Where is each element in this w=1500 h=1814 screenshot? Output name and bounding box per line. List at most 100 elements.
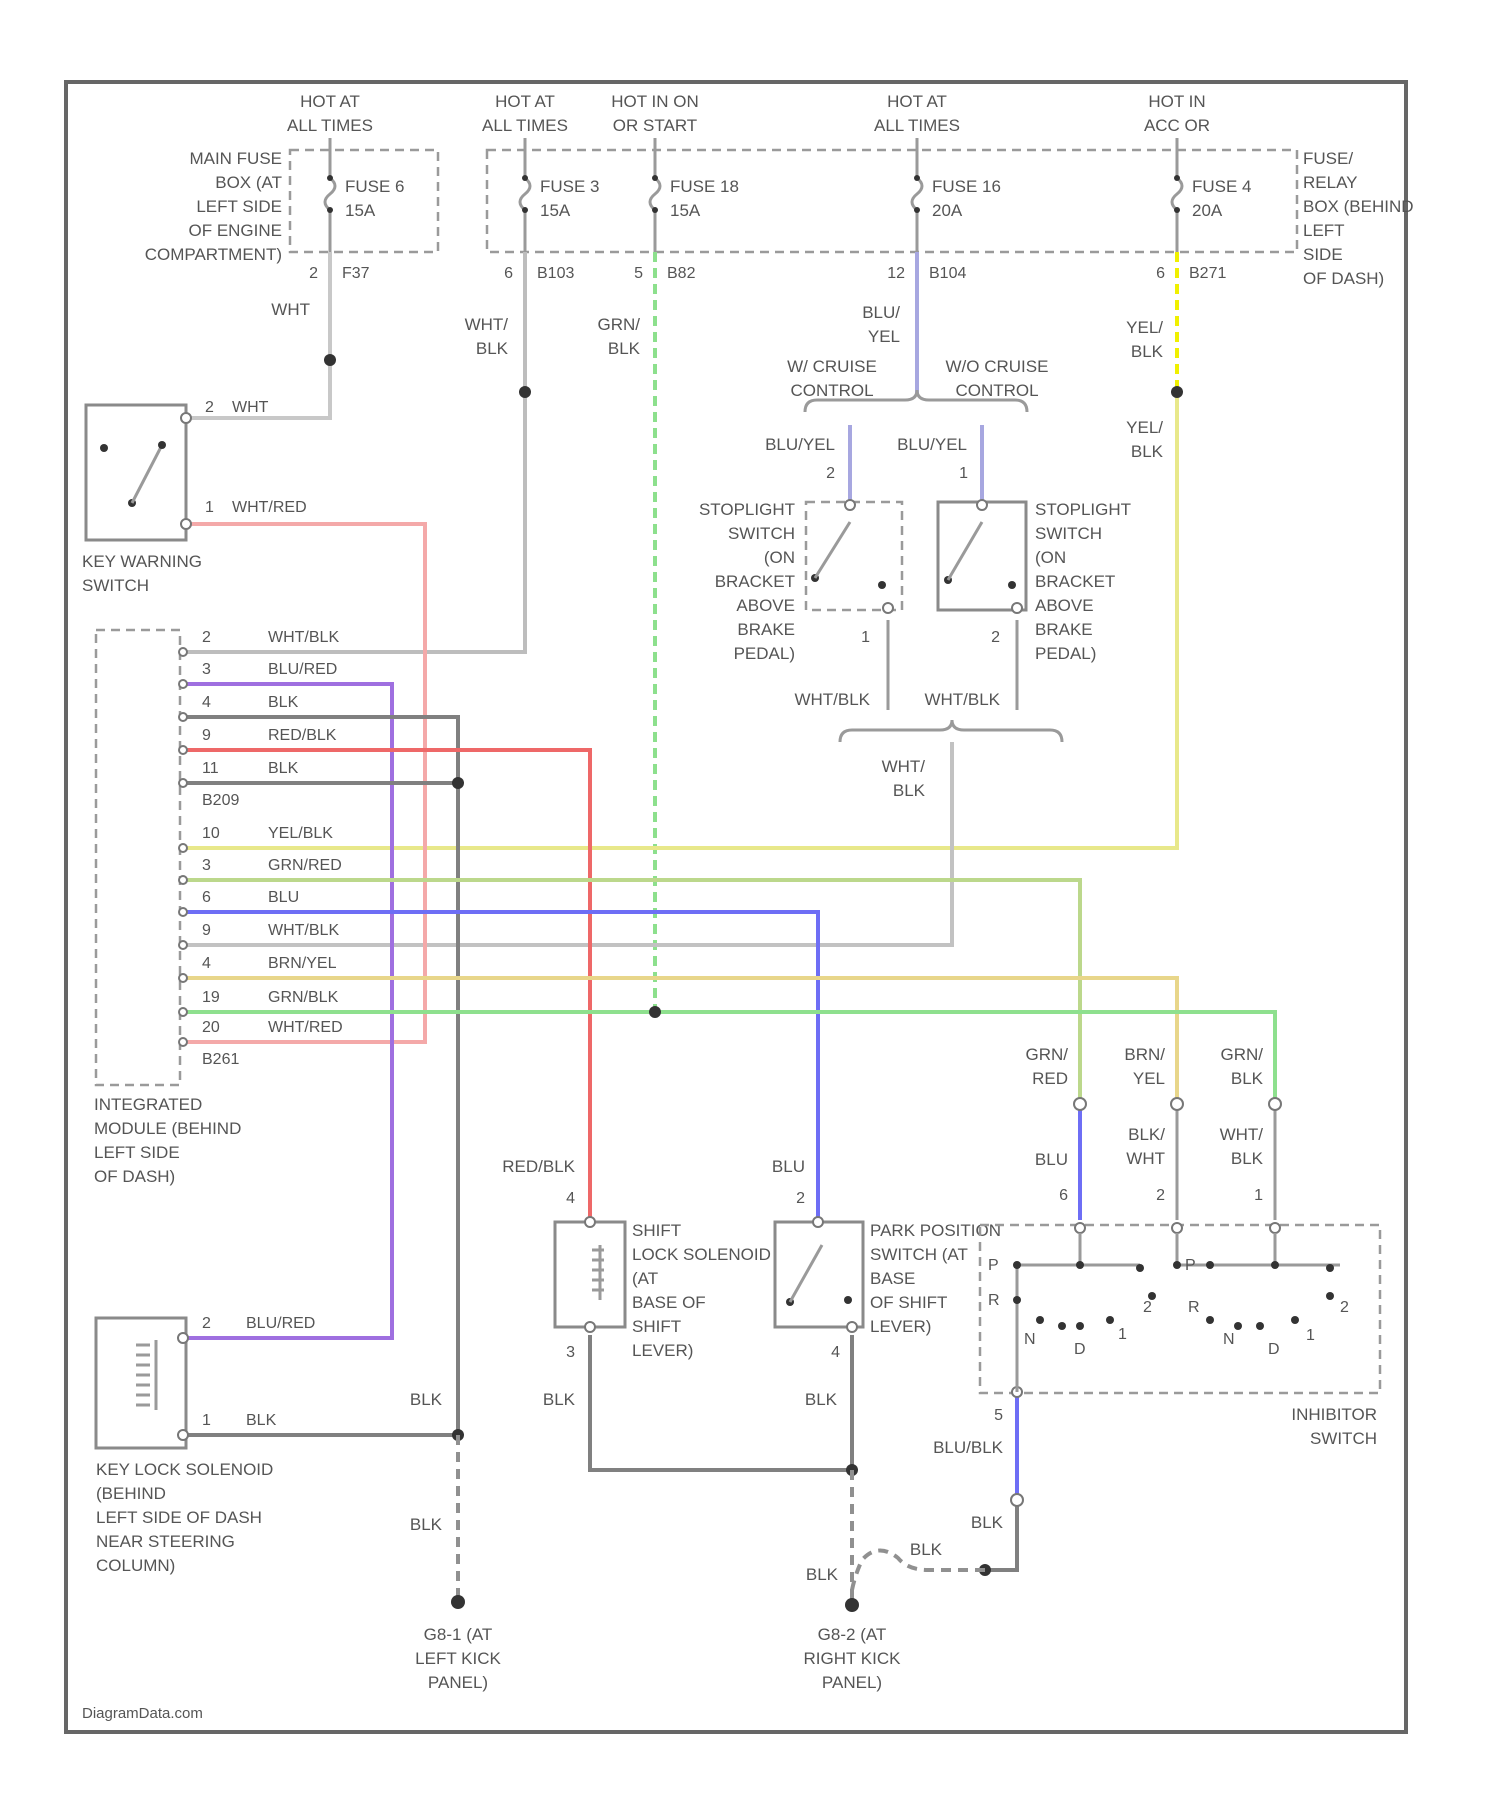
svg-text:B103: B103 [537,265,574,282]
svg-text:20A: 20A [1192,201,1223,220]
wire-blu-blk-inhibitor: 5 BLU/BLK BLK BLK BLK [806,1395,1023,1590]
svg-text:W/O CRUISE: W/O CRUISE [946,357,1049,376]
svg-text:MODULE (BEHIND: MODULE (BEHIND [94,1119,241,1138]
svg-text:(BEHIND: (BEHIND [96,1484,166,1503]
svg-text:5: 5 [994,1407,1003,1424]
svg-text:STOPLIGHT: STOPLIGHT [1035,500,1131,519]
wire-blk-g81: BLK [410,1515,443,1534]
svg-text:BRN/: BRN/ [1124,1045,1165,1064]
svg-text:ACC OR: ACC OR [1144,116,1210,135]
svg-text:B104: B104 [929,265,966,282]
svg-text:RED/BLK: RED/BLK [502,1157,575,1176]
svg-text:1: 1 [1306,1327,1315,1344]
svg-text:2: 2 [826,465,835,482]
svg-text:STOPLIGHT: STOPLIGHT [699,500,795,519]
svg-text:4: 4 [831,1344,840,1361]
svg-text:BLU/BLK: BLU/BLK [933,1438,1004,1457]
svg-text:FUSE 3: FUSE 3 [540,177,600,196]
svg-text:G8-2 (AT: G8-2 (AT [818,1625,887,1644]
svg-text:R: R [1188,1299,1200,1316]
svg-text:BOX (AT: BOX (AT [215,173,282,192]
svg-text:11: 11 [202,760,219,777]
svg-text:LEFT SIDE OF DASH: LEFT SIDE OF DASH [96,1508,262,1527]
svg-text:SHIFT: SHIFT [632,1317,681,1336]
svg-text:5: 5 [634,265,643,282]
svg-text:KEY LOCK SOLENOID: KEY LOCK SOLENOID [96,1460,273,1479]
inhibitor-switch: P R N D 1 2 P R N D 1 2 INHIBITOR SWITCH [980,1223,1380,1448]
svg-text:SWITCH: SWITCH [1035,524,1102,543]
svg-text:B82: B82 [667,265,696,282]
svg-text:B271: B271 [1189,265,1226,282]
fuse-18: FUSE 18 15A [650,138,739,252]
svg-text:D: D [1074,1341,1086,1358]
svg-text:OR START: OR START [613,116,697,135]
svg-text:PANEL): PANEL) [428,1673,488,1692]
fuse-4: FUSE 4 20A [1172,138,1252,252]
svg-text:19: 19 [202,989,220,1006]
svg-text:COLUMN): COLUMN) [96,1556,175,1575]
svg-text:WHT: WHT [232,399,269,416]
svg-text:LEVER): LEVER) [870,1317,931,1336]
svg-text:GRN/: GRN/ [1026,1045,1069,1064]
svg-text:BLU: BLU [772,1157,805,1176]
svg-text:RIGHT KICK: RIGHT KICK [804,1649,902,1668]
svg-text:BLK: BLK [476,339,509,358]
svg-text:WHT/BLK: WHT/BLK [268,922,339,939]
svg-text:HOT IN ON: HOT IN ON [611,92,699,111]
svg-text:2: 2 [991,629,1000,646]
svg-text:BASE OF: BASE OF [632,1293,706,1312]
svg-text:15A: 15A [345,201,376,220]
svg-text:WHT/BLK: WHT/BLK [794,690,870,709]
svg-text:R: R [988,1292,1000,1309]
svg-text:OF SHIFT: OF SHIFT [870,1293,947,1312]
ground-g8-2: G8-2 (AT RIGHT KICK PANEL) [804,1625,902,1692]
svg-text:SHIFT: SHIFT [632,1221,681,1240]
svg-text:INTEGRATED: INTEGRATED [94,1095,202,1114]
svg-text:FUSE/: FUSE/ [1303,149,1353,168]
svg-text:RED/BLK: RED/BLK [268,727,337,744]
svg-text:GRN/BLK: GRN/BLK [268,989,339,1006]
svg-text:LEFT SIDE: LEFT SIDE [196,197,282,216]
svg-text:W/ CRUISE: W/ CRUISE [787,357,877,376]
svg-text:2: 2 [1143,1299,1152,1316]
svg-text:NEAR STEERING: NEAR STEERING [96,1532,235,1551]
svg-text:BLK: BLK [543,1390,576,1409]
svg-text:ALL TIMES: ALL TIMES [287,116,373,135]
main-fuse-box-label: MAIN FUSE BOX (AT LEFT SIDE OF ENGINE CO… [145,149,282,264]
svg-text:BLU/YEL: BLU/YEL [897,435,967,454]
svg-text:N: N [1223,1331,1235,1348]
svg-text:YEL: YEL [868,327,900,346]
svg-text:ABOVE: ABOVE [1035,596,1094,615]
svg-text:BRACKET: BRACKET [1035,572,1115,591]
svg-text:OF ENGINE: OF ENGINE [188,221,282,240]
svg-text:RELAY: RELAY [1303,173,1358,192]
wire-grn-blk-module [186,1006,1275,1098]
diagram-frame [66,82,1406,1732]
svg-text:SWITCH: SWITCH [1310,1429,1377,1448]
svg-text:WHT: WHT [271,300,310,319]
svg-text:BLK: BLK [1231,1069,1264,1088]
svg-text:BLU/YEL: BLU/YEL [765,435,835,454]
svg-text:3: 3 [202,857,211,874]
svg-text:LOCK SOLENOID: LOCK SOLENOID [632,1245,771,1264]
svg-text:CONTROL: CONTROL [955,381,1038,400]
wire-inhibitor-outputs: GRN/ RED BRN/ YEL GRN/ BLK BLU BLK/ WHT … [1026,1045,1282,1220]
svg-text:PEDAL): PEDAL) [734,644,795,663]
svg-text:N: N [1024,1331,1036,1348]
svg-text:CONTROL: CONTROL [790,381,873,400]
svg-text:SIDE: SIDE [1303,245,1343,264]
svg-text:WHT/RED: WHT/RED [268,1019,343,1036]
svg-text:D: D [1268,1341,1280,1358]
svg-text:HOT AT: HOT AT [495,92,555,111]
svg-text:P: P [988,1257,999,1274]
svg-text:HOT AT: HOT AT [887,92,947,111]
svg-text:OF DASH): OF DASH) [94,1167,175,1186]
svg-text:(ON: (ON [1035,548,1066,567]
svg-text:BLK: BLK [268,694,299,711]
svg-text:BLU/RED: BLU/RED [268,661,337,678]
integrated-module: 2 WHT/BLK 3 BLU/RED 4 BLK 9 RED/BLK 11 B… [94,629,343,1186]
svg-text:SWITCH: SWITCH [82,576,149,595]
svg-text:3: 3 [202,661,211,678]
svg-text:YEL/BLK: YEL/BLK [268,825,333,842]
svg-text:P: P [1185,1257,1196,1274]
